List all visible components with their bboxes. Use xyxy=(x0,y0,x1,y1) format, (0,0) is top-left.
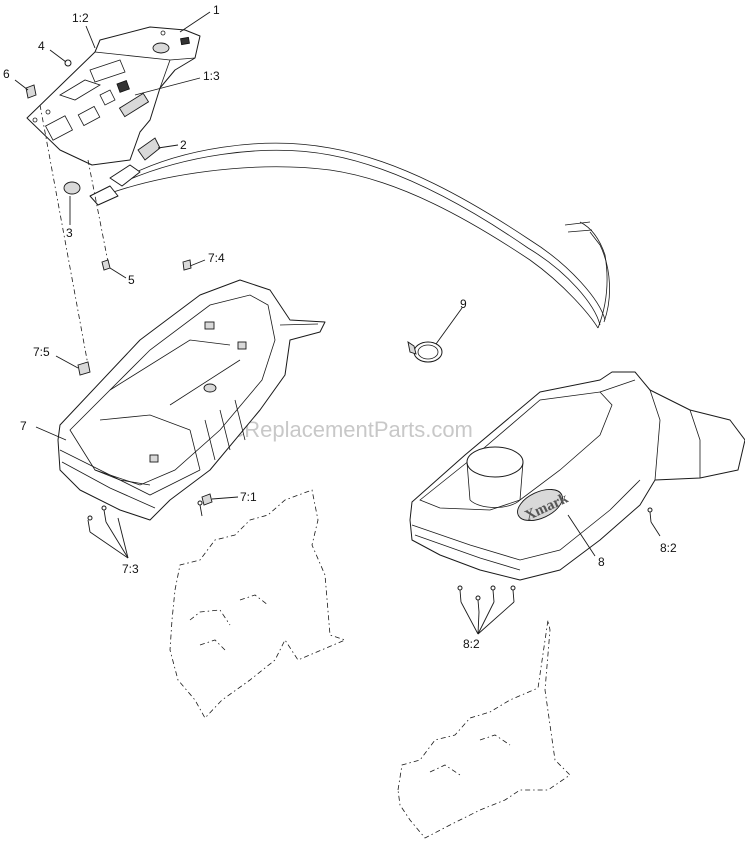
alignment-lines xyxy=(39,104,109,366)
callout-9: 9 xyxy=(460,297,467,311)
leader-lines xyxy=(14,11,661,635)
callout-7-1: 7:1 xyxy=(240,490,257,504)
wiring-harness xyxy=(63,137,610,329)
hose-clamp xyxy=(407,341,443,363)
fender-pod-right: Xmark xyxy=(409,371,745,581)
callout-7-5: 7:5 xyxy=(33,345,50,359)
panel-fasteners xyxy=(25,59,111,271)
callout-1-2: 1:2 xyxy=(72,11,89,25)
callout-7: 7 xyxy=(20,419,27,433)
callout-8: 8 xyxy=(598,555,605,569)
gasket-left xyxy=(169,489,347,719)
callout-7-4: 7:4 xyxy=(208,251,225,265)
callout-labels: 1 1:2 4 6 1:3 2 3 5 7:4 9 7:5 7 7:1 7:3 … xyxy=(3,3,677,651)
callout-1: 1 xyxy=(213,3,220,17)
callout-2: 2 xyxy=(180,138,187,152)
callout-3: 3 xyxy=(66,226,73,240)
callout-4: 4 xyxy=(38,39,45,53)
right-pod-fasteners xyxy=(457,507,653,613)
fender-pod xyxy=(57,279,326,521)
callout-5: 5 xyxy=(128,273,135,287)
pod-fasteners xyxy=(77,259,213,533)
gasket-right xyxy=(397,619,571,839)
callout-6: 6 xyxy=(3,67,10,81)
callout-1-3: 1:3 xyxy=(203,69,220,83)
control-panel xyxy=(26,26,201,166)
callout-8-2-bottom: 8:2 xyxy=(463,637,480,651)
callout-7-3: 7:3 xyxy=(122,562,139,576)
watermark-text: eReplacementParts.com xyxy=(232,417,473,442)
callout-8-2-right: 8:2 xyxy=(660,541,677,555)
